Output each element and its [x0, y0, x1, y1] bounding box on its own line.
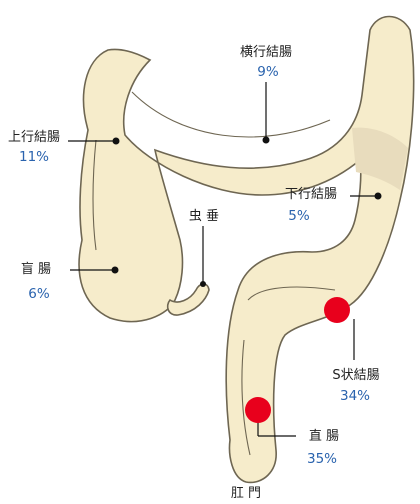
percent-ascending: 11%	[19, 149, 49, 165]
transverse-contour	[132, 92, 330, 137]
dot-appendix	[200, 281, 206, 287]
label-anus: 肛 門	[231, 486, 261, 501]
sigmoid-marker	[324, 297, 350, 323]
label-transverse: 横行結腸	[240, 45, 292, 60]
percent-cecum: 6%	[28, 286, 50, 302]
percent-descending: 5%	[288, 208, 310, 224]
label-sigmoid: S状結腸	[332, 368, 379, 383]
dot-ascending	[113, 138, 120, 145]
dot-transverse	[263, 137, 270, 144]
percent-sigmoid: 34%	[340, 388, 370, 404]
label-cecum: 盲 腸	[21, 261, 51, 277]
dot-cecum	[112, 267, 119, 274]
label-appendix: 虫 垂	[189, 209, 219, 224]
rectum-marker	[245, 397, 271, 423]
dot-descending	[375, 193, 382, 200]
label-rectum: 直 腸	[309, 429, 339, 444]
percent-rectum: 35%	[307, 451, 337, 467]
label-descending: 下行結腸	[285, 187, 337, 202]
label-ascending: 上行結腸	[8, 130, 60, 145]
percent-transverse: 9%	[257, 64, 279, 80]
